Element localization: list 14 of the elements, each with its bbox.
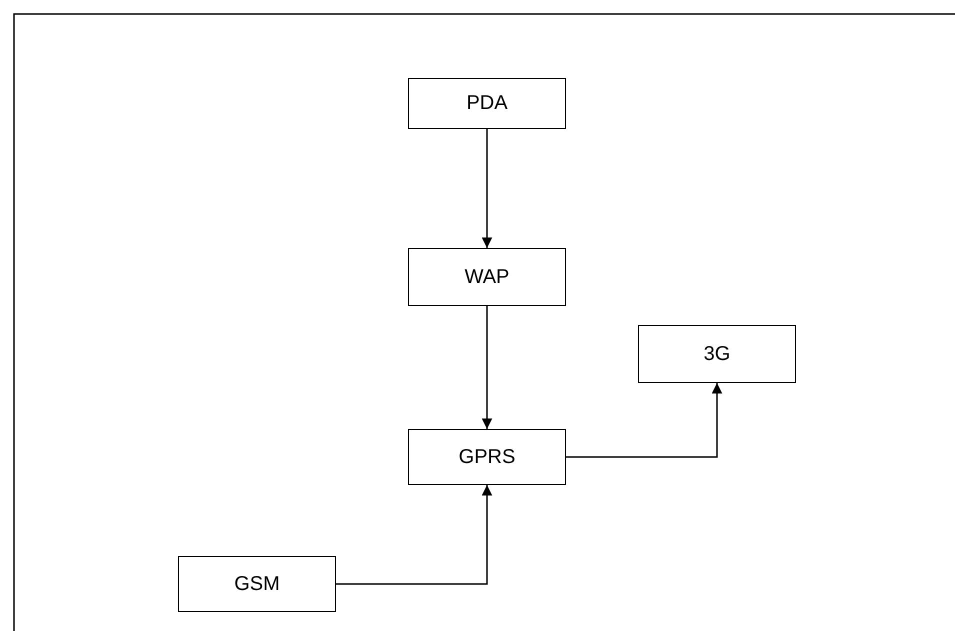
- arrow: [482, 129, 492, 248]
- process-box: [408, 429, 566, 485]
- arrow: [566, 383, 722, 458]
- process-box: [178, 556, 336, 612]
- process-box: [408, 78, 566, 129]
- process-box: [638, 325, 796, 383]
- box-label: GPRS: [458, 446, 516, 468]
- box-label: 3G: [704, 342, 730, 366]
- arrow: [482, 306, 492, 429]
- process-box: [408, 248, 566, 306]
- box-label: GSM: [234, 572, 280, 596]
- arrow: [336, 485, 492, 585]
- box-label: WAP: [464, 266, 510, 288]
- box-label: PDA: [466, 92, 508, 115]
